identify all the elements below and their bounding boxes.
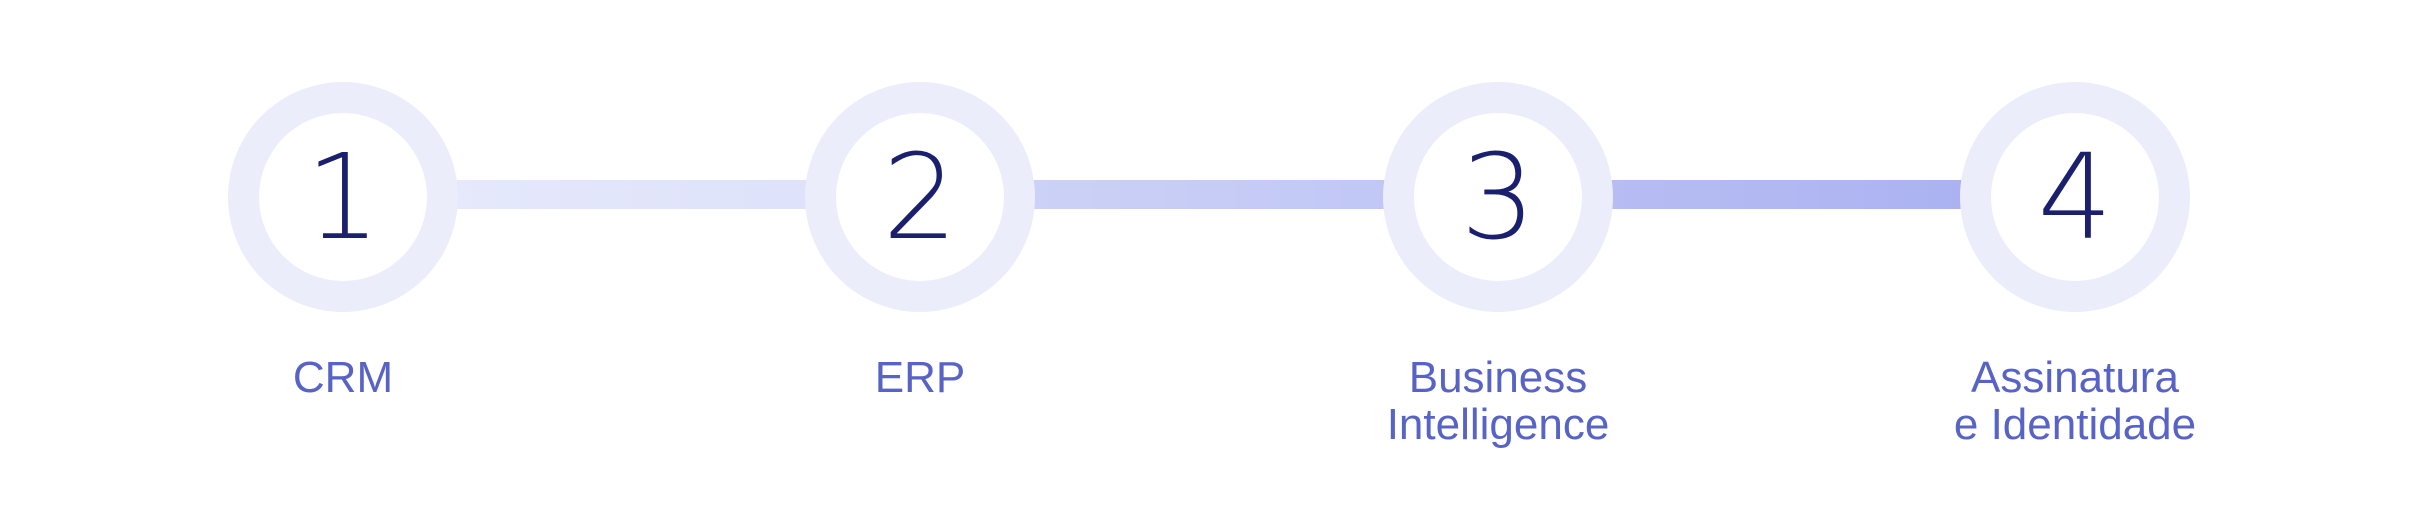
step-label-line: Assinatura [1971, 353, 2179, 402]
step-inner-circle [259, 113, 427, 281]
step-number: 2 [882, 128, 958, 266]
step-label-line: e Identidade [1953, 400, 2197, 449]
step-2-label: ERP [740, 354, 1100, 401]
connector-2-3 [1000, 180, 1425, 209]
step-2-circle: 2 [805, 82, 1035, 312]
step-inner-circle [1414, 113, 1582, 281]
connector-3-4 [1580, 180, 2005, 209]
step-4-circle: 4 [1960, 82, 2190, 312]
step-label-line: ERP [874, 353, 966, 402]
step-inner-circle [1991, 113, 2159, 281]
connector-1-2 [440, 180, 850, 209]
step-3-label: Business Intelligence [1318, 354, 1678, 448]
step-number: 1 [305, 128, 381, 266]
step-4-label: Assinatura e Identidade [1895, 354, 2255, 448]
step-1-label: CRM [163, 354, 523, 401]
step-number: 4 [2037, 128, 2113, 266]
step-label-line: CRM [292, 353, 394, 402]
step-label-line: Intelligence [1386, 400, 1610, 449]
step-inner-circle [836, 113, 1004, 281]
step-1-circle: 1 [228, 82, 458, 312]
step-number: 3 [1460, 128, 1536, 266]
step-label-line: Business [1408, 353, 1588, 402]
step-3-circle: 3 [1383, 82, 1613, 312]
